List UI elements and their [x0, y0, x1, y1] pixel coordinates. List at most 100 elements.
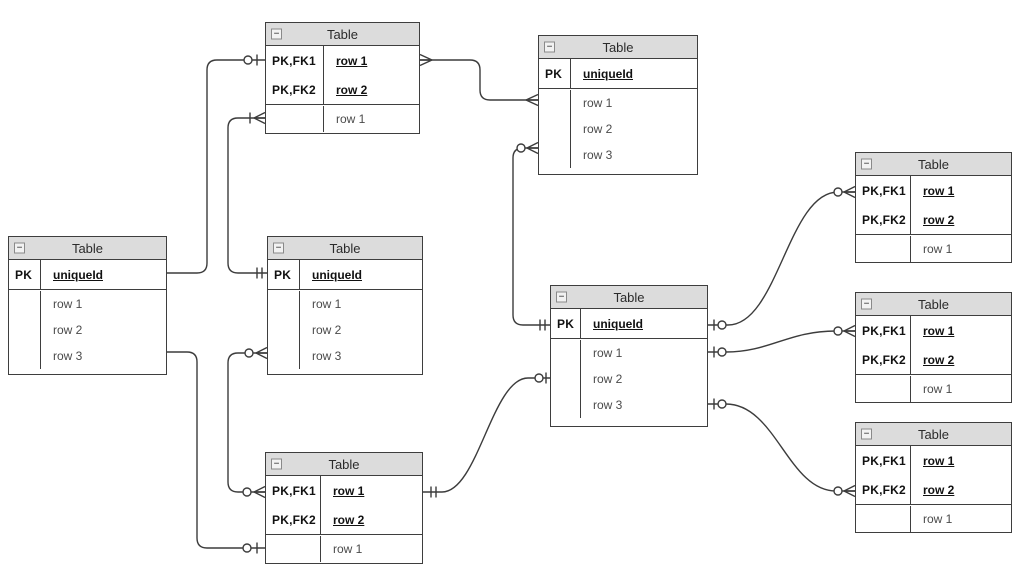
field-row[interactable]: row 1 [856, 376, 1011, 402]
table-header[interactable]: Table − [268, 237, 422, 260]
collapse-icon[interactable]: − [544, 41, 555, 53]
entity-table-top-middle[interactable]: Table − PK uniqueId row 1 row 2 row 3 [538, 35, 698, 175]
table-header[interactable]: Table − [539, 36, 697, 59]
collapse-icon[interactable]: − [271, 28, 282, 40]
entity-table-right-top[interactable]: Table − PK,FK1 row 1 PK,FK2 row 2 row 1 [855, 152, 1012, 263]
relationship-top-middle-to-center[interactable] [512, 141, 550, 331]
collapse-icon[interactable]: − [14, 242, 25, 254]
entity-table-center[interactable]: Table − PK uniqueId row 1 row 2 row 3 [550, 285, 708, 427]
entity-table-top-left[interactable]: Table − PK,FK1 row 1 PK,FK2 row 2 row 1 [265, 22, 420, 134]
entity-table-left[interactable]: Table − PK uniqueId row 1 row 2 row 3 [8, 236, 167, 375]
field-name: row 2 [333, 512, 365, 527]
collapse-icon[interactable]: − [273, 242, 284, 254]
field-name: row 1 [583, 96, 613, 110]
zero-marker-icon [717, 399, 727, 409]
key-row[interactable]: PK,FK1 row 1 [856, 176, 1011, 205]
entity-table-right-bottom[interactable]: Table − PK,FK1 row 1 PK,FK2 row 2 row 1 [855, 422, 1012, 533]
relationship-left-to-top-left[interactable] [167, 54, 265, 274]
collapse-icon[interactable]: − [556, 291, 567, 303]
zero-marker-icon [516, 143, 526, 153]
field-row[interactable]: row 1 [539, 90, 697, 116]
field-row[interactable]: row 3 [551, 392, 707, 418]
field-row[interactable]: row 1 [268, 291, 422, 317]
key-row[interactable]: PK,FK2 row 2 [856, 205, 1011, 234]
field-row[interactable]: row 2 [268, 317, 422, 343]
key-row[interactable]: PK,FK2 row 2 [266, 75, 419, 104]
table-title: Table [328, 456, 360, 472]
field-row[interactable]: row 1 [266, 536, 422, 562]
table-header[interactable]: Table − [266, 453, 422, 476]
zero-marker-icon [243, 55, 253, 65]
relationship-line [423, 377, 550, 493]
relationship-left-to-bottom-middle[interactable] [167, 351, 265, 554]
key-row[interactable]: PK,FK2 row 2 [266, 505, 422, 534]
field-name: row 3 [593, 398, 623, 412]
relationship-middle-to-bottom-middle[interactable] [227, 346, 268, 499]
relationship-center-to-right-top[interactable] [708, 185, 856, 331]
collapse-icon[interactable]: − [271, 458, 282, 470]
table-header[interactable]: Table − [856, 293, 1011, 316]
field-name: row 2 [923, 482, 955, 497]
table-header[interactable]: Table − [856, 153, 1011, 176]
key-row[interactable]: PK,FK1 row 1 [266, 476, 422, 505]
table-header[interactable]: Table − [551, 286, 707, 309]
field-row[interactable]: row 3 [9, 343, 166, 369]
zero-marker-icon [242, 543, 252, 553]
crow-foot-icon [253, 485, 266, 499]
field-row[interactable]: row 2 [551, 366, 707, 392]
key-row[interactable]: PK uniqueId [539, 59, 697, 88]
field-name: row 2 [312, 323, 342, 337]
field-row[interactable]: row 1 [266, 106, 419, 132]
relationship-line [167, 351, 265, 549]
key-row[interactable]: PK,FK1 row 1 [856, 316, 1011, 345]
key-row[interactable]: PK uniqueId [551, 309, 707, 338]
table-title: Table [917, 426, 950, 442]
key-row[interactable]: PK uniqueId [268, 260, 422, 289]
field-name: row 3 [312, 349, 342, 363]
key-row[interactable]: PK,FK1 row 1 [266, 46, 419, 75]
key-column-spacer [9, 317, 41, 343]
field-name: row 1 [593, 346, 623, 360]
table-header[interactable]: Table − [9, 237, 166, 260]
key-column-spacer [856, 376, 911, 402]
key-row[interactable]: PK uniqueId [9, 260, 166, 289]
entity-table-right-middle[interactable]: Table − PK,FK1 row 1 PK,FK2 row 2 row 1 [855, 292, 1012, 403]
relationship-top-left-to-middle[interactable] [227, 111, 267, 279]
zero-marker-icon [242, 487, 252, 497]
crow-foot-icon [843, 185, 856, 199]
key-column-spacer [551, 340, 581, 366]
field-row[interactable]: row 1 [9, 291, 166, 317]
collapse-icon[interactable]: − [861, 428, 872, 440]
field-row[interactable]: row 1 [551, 340, 707, 366]
table-header[interactable]: Table − [266, 23, 419, 46]
crow-foot-icon [843, 484, 856, 498]
field-row[interactable]: row 3 [268, 343, 422, 369]
field-name: row 2 [923, 352, 955, 367]
entity-table-middle[interactable]: Table − PK uniqueId row 1 row 2 row 3 [267, 236, 423, 375]
collapse-icon[interactable]: − [861, 158, 872, 170]
key-row[interactable]: PK,FK1 row 1 [856, 446, 1011, 475]
relationship-line [708, 403, 855, 492]
field-row[interactable]: row 2 [9, 317, 166, 343]
field-name: uniqueId [593, 316, 643, 331]
key-row[interactable]: PK,FK2 row 2 [856, 475, 1011, 504]
key-label: PK,FK1 [266, 476, 321, 505]
relationship-bottom-middle-to-center[interactable] [423, 372, 550, 498]
zero-marker-icon [717, 320, 727, 330]
one-and-only-one-icon [430, 486, 437, 498]
field-row[interactable]: row 1 [856, 236, 1011, 262]
field-name: row 1 [53, 297, 83, 311]
one-and-only-one-icon [256, 267, 263, 279]
table-header[interactable]: Table − [856, 423, 1011, 446]
field-row[interactable]: row 3 [539, 142, 697, 168]
crow-foot-icon [419, 53, 433, 67]
relationship-top-left-to-top-middle[interactable] [419, 53, 539, 107]
collapse-icon[interactable]: − [861, 298, 872, 310]
entity-table-bottom-middle[interactable]: Table − PK,FK1 row 1 PK,FK2 row 2 row 1 [265, 452, 423, 564]
relationship-center-to-right-middle[interactable] [708, 324, 856, 358]
field-row[interactable]: row 2 [539, 116, 697, 142]
relationship-center-to-right-bottom[interactable] [708, 398, 856, 498]
key-column-spacer [539, 90, 571, 116]
field-row[interactable]: row 1 [856, 506, 1011, 532]
key-row[interactable]: PK,FK2 row 2 [856, 345, 1011, 374]
